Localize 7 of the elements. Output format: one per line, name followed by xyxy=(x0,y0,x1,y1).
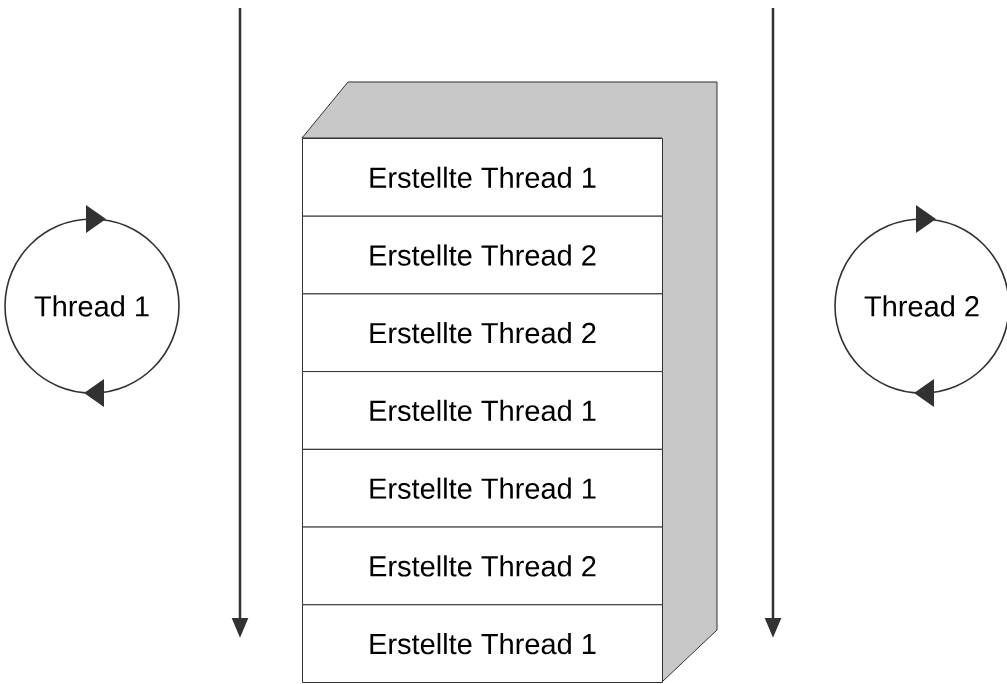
stack-row-box: Erstellte Thread 2 xyxy=(302,293,663,373)
stack-row-box: Erstellte Thread 1 xyxy=(302,138,663,217)
stack-row-box: Erstellte Thread 1 xyxy=(302,448,663,528)
stack-row-box: Erstellte Thread 2 xyxy=(302,215,663,295)
stack-row-box: Erstellte Thread 1 xyxy=(302,371,663,450)
stack-row-box: Erstellte Thread 2 xyxy=(302,526,663,606)
stack-row-box: Erstellte Thread 1 xyxy=(302,604,663,683)
